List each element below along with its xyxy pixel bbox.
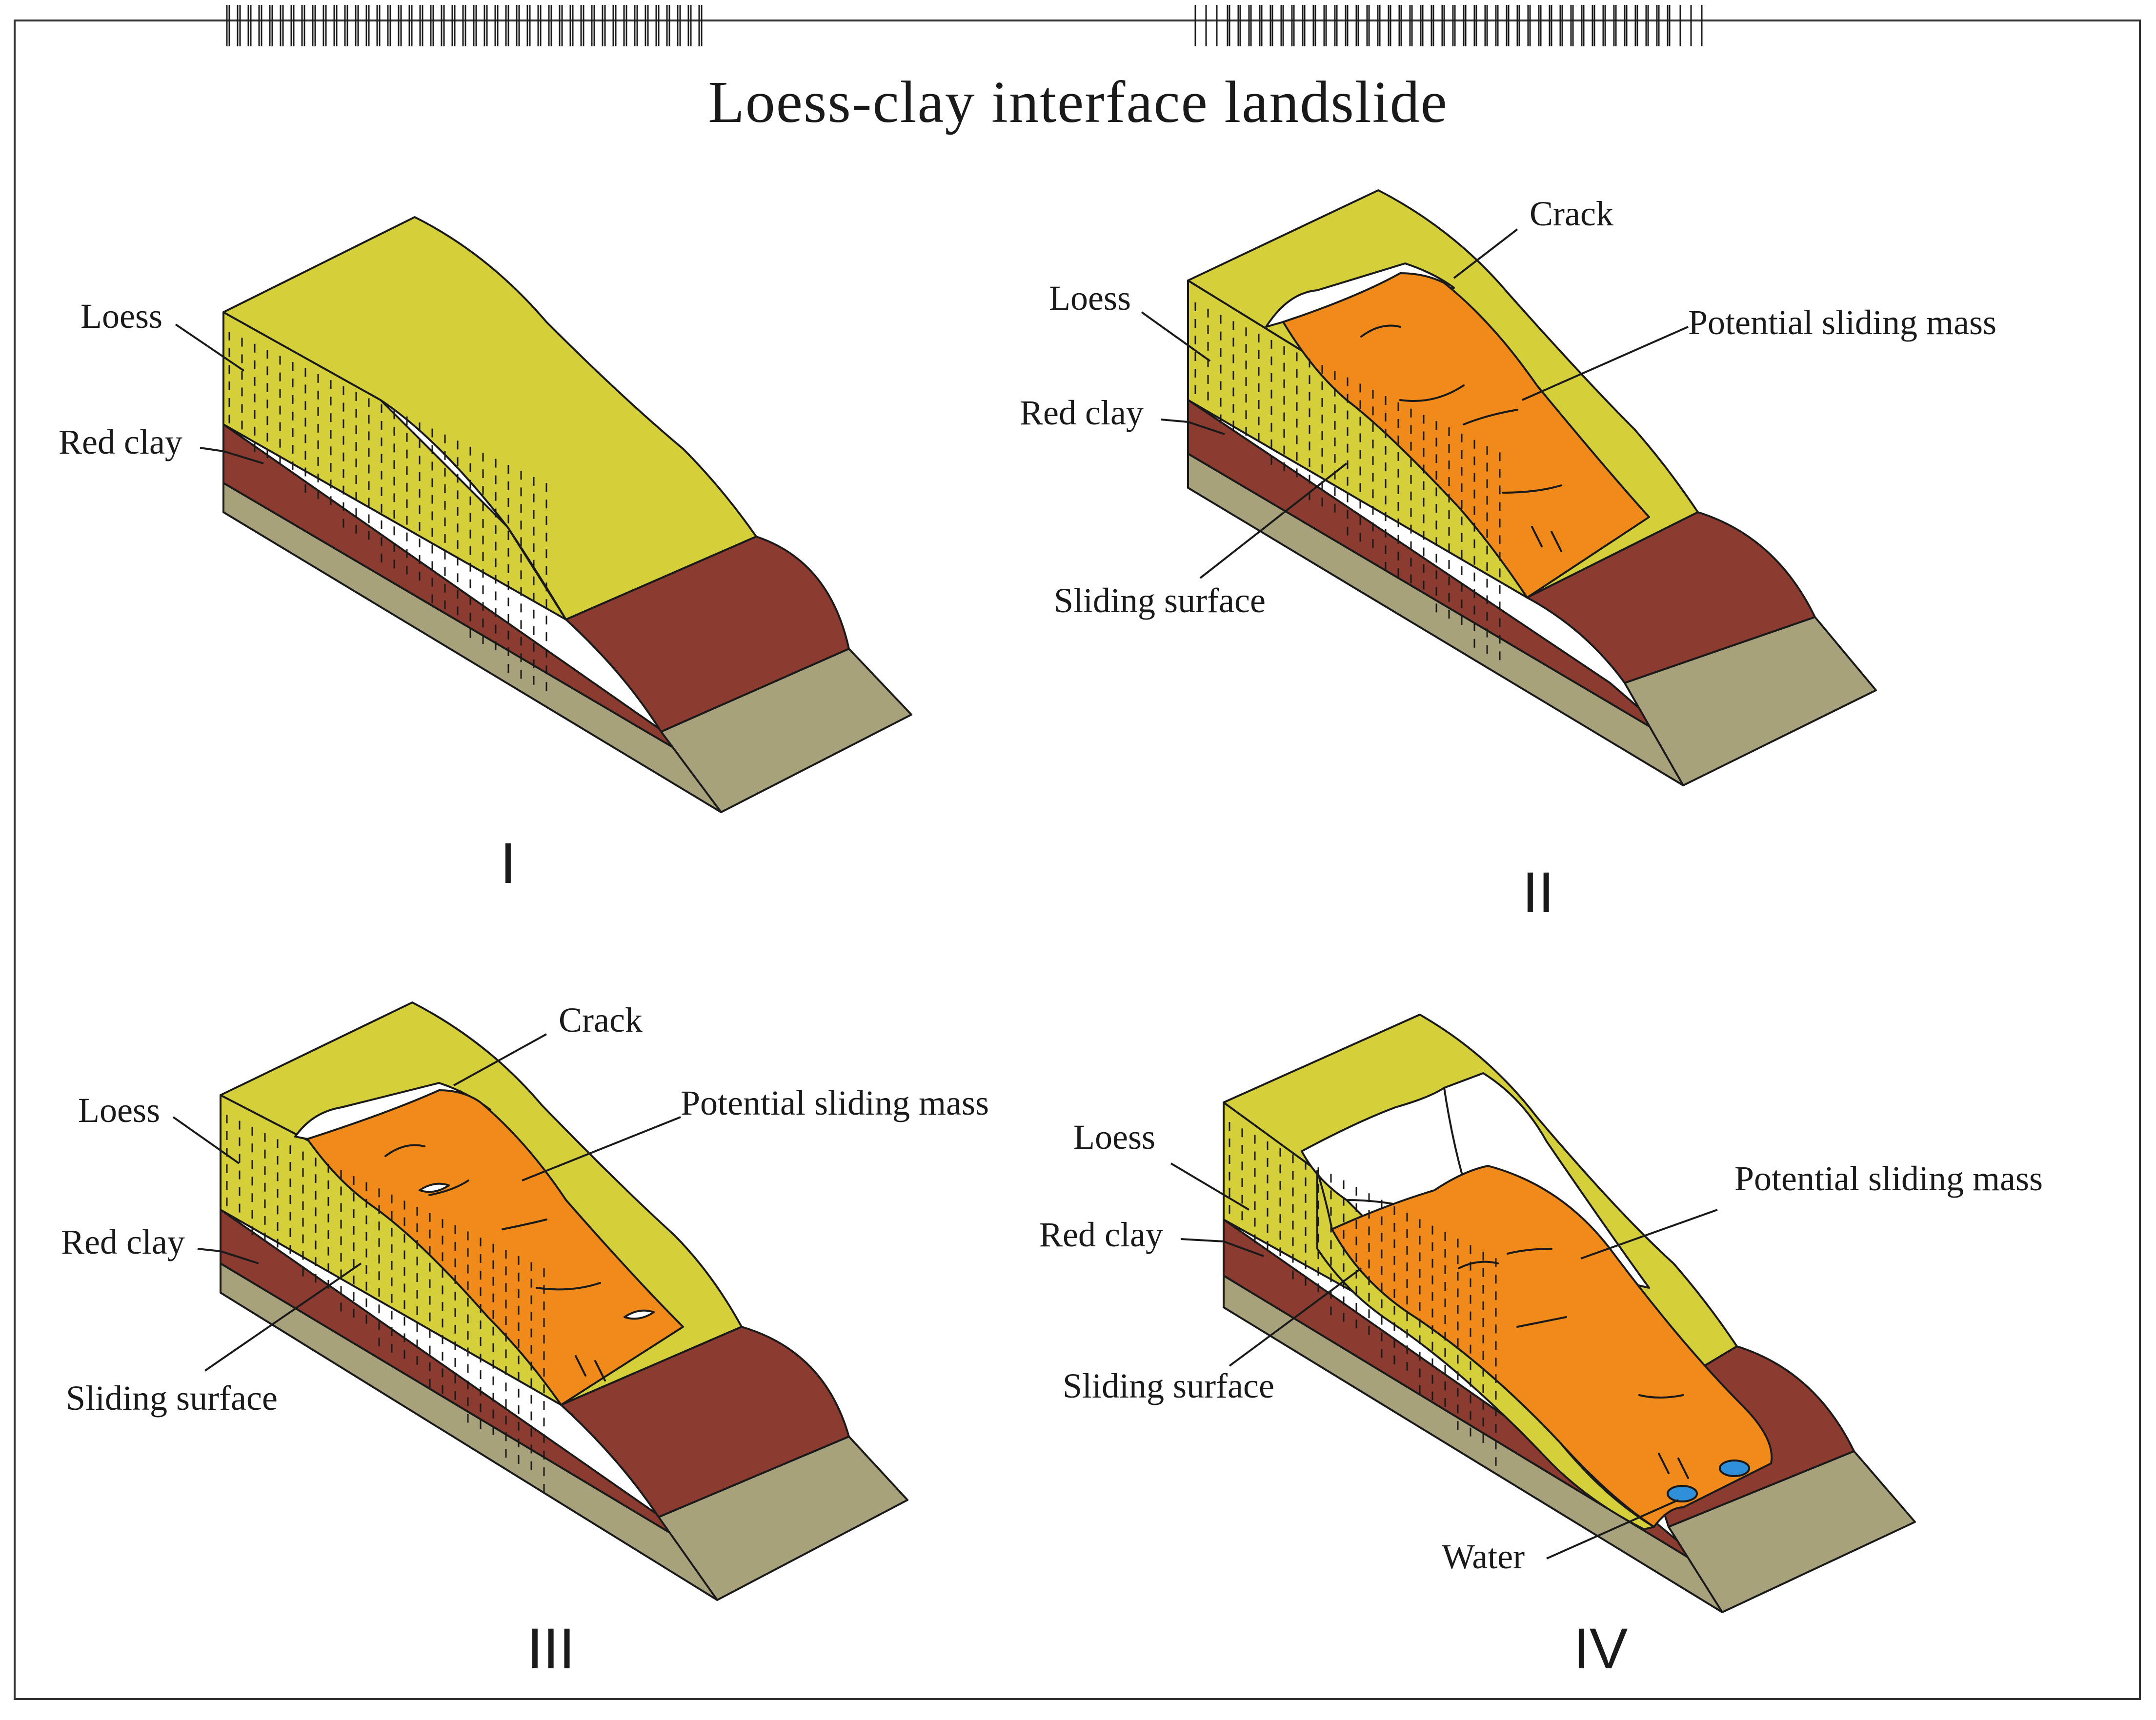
label-red-clay: Red clay [61, 1222, 185, 1261]
sliding-surface-leader [204, 1262, 362, 1372]
panel-3: Crack Potential sliding mass Loess Red c… [61, 5, 989, 1681]
loess-top [222, 216, 757, 620]
crack-lines [1360, 324, 1562, 552]
sliding-mass-leader [1522, 326, 1689, 401]
sliding-mass [1282, 272, 1650, 599]
crack-leader [1453, 228, 1518, 279]
sliding-surface-leader [1199, 462, 1348, 579]
water-pool [1719, 1460, 1750, 1477]
red-clay-leader [197, 1248, 259, 1264]
crack-gap [419, 1182, 450, 1193]
crack-gap [624, 1309, 655, 1320]
red-clay-leader [1161, 419, 1225, 435]
bedrock-top [660, 648, 912, 813]
label-sliding-surface: Sliding surface [1054, 581, 1266, 620]
panel-numeral: I [500, 831, 516, 896]
panel-2: Crack Potential sliding mass Loess Red c… [1020, 5, 1996, 925]
sliding-surface-leader [1229, 1267, 1362, 1367]
loess-hatch [228, 332, 547, 691]
figure-title: Loess-clay interface landslide [708, 69, 1448, 135]
label-loess: Loess [1073, 1118, 1155, 1157]
label-loess: Loess [81, 297, 162, 336]
panel-4: Potential sliding mass Loess Red clay Sl… [1039, 5, 2043, 1681]
loess-leader [172, 1116, 240, 1164]
label-loess: Loess [1049, 279, 1131, 318]
loess-flank [1316, 1170, 1655, 1530]
sliding-mass-leader [522, 1116, 681, 1181]
bedrock-top [1624, 616, 1877, 786]
sliding-mass-leader [1580, 1209, 1718, 1260]
bedrock-top [658, 1436, 908, 1601]
water-pool [1667, 1485, 1698, 1502]
loess-hatch [1229, 1122, 1497, 1466]
label-sliding-mass: Potential sliding mass [681, 1083, 989, 1122]
label-red-clay: Red clay [1020, 393, 1144, 432]
label-sliding-mass: Potential sliding mass [1688, 303, 1996, 342]
water-leader [1546, 1499, 1679, 1560]
panel-1: Loess Red clay I [59, 5, 912, 896]
label-sliding-surface: Sliding surface [66, 1379, 278, 1418]
loess-leader [1141, 311, 1211, 362]
crack-lines [1458, 1248, 1689, 1479]
clay-hatch [1194, 5, 1669, 46]
bedrock-top [1668, 1450, 1916, 1613]
crack-lines [384, 1144, 606, 1381]
crack-leader [453, 1033, 547, 1086]
loess-leader [1170, 1162, 1250, 1211]
red-clay-leader [200, 447, 264, 464]
label-red-clay: Red clay [1039, 1215, 1163, 1254]
label-crack: Crack [1530, 194, 1613, 233]
panel-numeral: II [1522, 860, 1554, 925]
red-clay-leader [1180, 1238, 1264, 1257]
clay-hatch [1229, 5, 1703, 46]
clay-hatch [228, 5, 703, 46]
label-loess: Loess [78, 1091, 160, 1130]
label-water: Water [1442, 1537, 1525, 1576]
label-sliding-surface: Sliding surface [1063, 1366, 1274, 1405]
label-crack: Crack [559, 1000, 643, 1040]
clay-hatch [226, 5, 700, 46]
scar-edge [1443, 1087, 1465, 1181]
loess-hatch [226, 1115, 545, 1493]
label-red-clay: Red clay [59, 422, 182, 461]
loess-leader [175, 323, 245, 372]
panel-numeral: IV [1573, 1617, 1628, 1681]
panel-numeral: III [527, 1617, 575, 1681]
sliding-mass [306, 1089, 684, 1406]
label-sliding-mass: Potential sliding mass [1734, 1159, 2043, 1198]
